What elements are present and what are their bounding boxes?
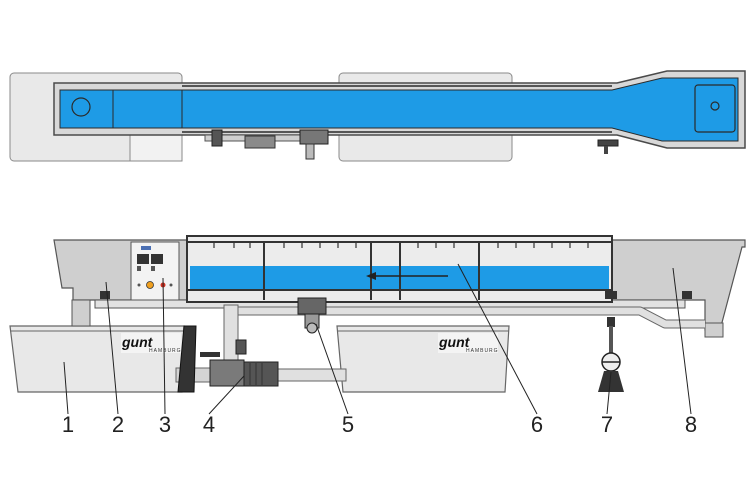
top-adjust-jack — [597, 139, 619, 147]
support-foot — [682, 291, 692, 299]
top-pump-body — [244, 135, 276, 149]
gunt-logo-middle: gunt HAMBURG — [438, 333, 499, 354]
pump[interactable] — [177, 325, 279, 393]
callout-leaders — [63, 263, 692, 415]
top-adjust-jack-stem — [604, 146, 608, 154]
flow-control-valve[interactable] — [297, 297, 327, 334]
top-valve-block — [299, 129, 329, 145]
inlet-tank-leg — [71, 299, 91, 327]
top-pump-motor — [211, 129, 223, 147]
callout-3: 3 — [159, 412, 171, 437]
logo-brand-text: gunt — [438, 334, 471, 350]
top-outlet-box — [694, 84, 736, 133]
top-channel-water[interactable] — [59, 77, 739, 142]
gunt-logo-left: gunt HAMBURG — [121, 333, 182, 354]
logo-sub-text: HAMBURG — [149, 348, 182, 354]
flow-direction-arrow-icon — [366, 272, 448, 280]
callout-7: 7 — [601, 412, 613, 437]
logo-brand-text: gunt — [121, 334, 154, 350]
rail-clips — [213, 242, 589, 248]
callout-5: 5 — [342, 412, 354, 437]
control-panel[interactable] — [130, 241, 180, 301]
top-outlet-drain-icon — [710, 101, 720, 111]
top-valve-stem — [305, 143, 315, 160]
callout-4: 4 — [203, 412, 215, 437]
side-view: gunt HAMBURG gunt HAMBURG — [9, 235, 746, 415]
callout-1: 1 — [62, 412, 74, 437]
outlet-tank-drain — [704, 322, 724, 338]
callout-2: 2 — [112, 412, 124, 437]
callout-6: 6 — [531, 412, 543, 437]
height-adjust-jack[interactable] — [598, 291, 624, 392]
logo-sub-text: HAMBURG — [466, 348, 499, 354]
top-inlet-drain-icon — [71, 97, 91, 117]
top-view — [9, 70, 746, 162]
support-foot — [100, 291, 110, 299]
callout-8: 8 — [685, 412, 697, 437]
panel-switch-icon[interactable] — [146, 281, 154, 289]
callout-numbers: 1 2 3 4 5 6 7 8 — [62, 412, 697, 437]
riser-pipe — [223, 304, 239, 368]
